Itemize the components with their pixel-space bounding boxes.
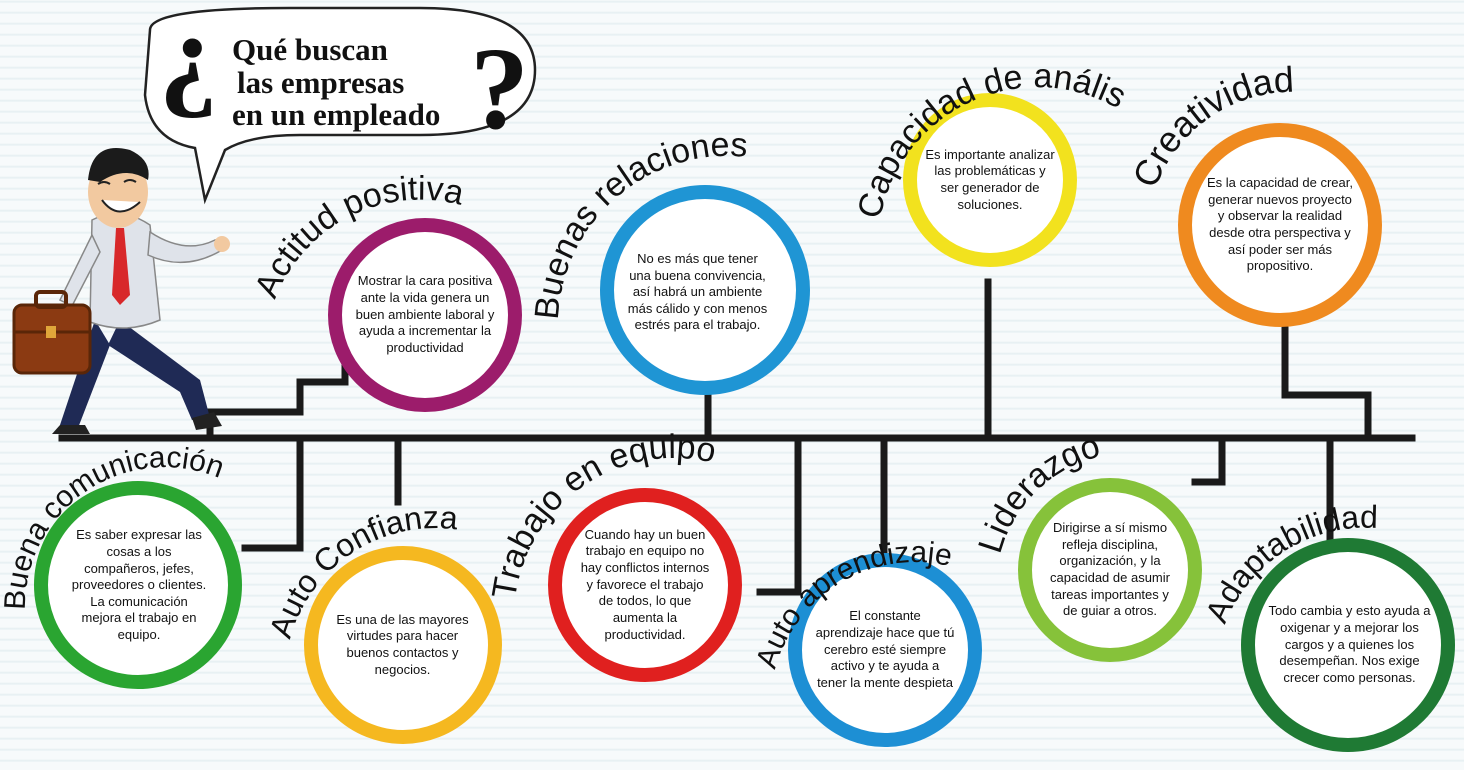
- circle-creatividad: [1178, 123, 1382, 327]
- speech-bubble: [143, 6, 537, 205]
- title-line-3: en un empleado: [232, 97, 440, 132]
- text-buena-comunicacion: Es saber expresar las cosas a los compañ…: [71, 527, 207, 643]
- text-capacidad-analisis: Es importante analizar las problemáticas…: [925, 146, 1055, 212]
- circle-auto-aprendizaje: [788, 553, 982, 747]
- circle-actitud-positiva: [328, 218, 522, 412]
- circle-buena-comunicacion: [34, 481, 242, 689]
- circle-trabajo-en-equipo: [548, 488, 742, 682]
- svg-text:?: ?: [159, 14, 218, 145]
- text-auto-confianza: Es una de las mayores virtudes para hace…: [336, 611, 469, 677]
- title-question-marks: ? ?: [159, 14, 529, 154]
- text-creatividad: Es la capacidad de crear, generar nuevos…: [1207, 175, 1353, 274]
- circle-auto-confianza: [304, 546, 502, 744]
- circle-liderazgo: [1018, 478, 1202, 662]
- circle-adaptabilidad: [1241, 538, 1455, 752]
- circle-capacidad-analisis: [903, 93, 1077, 267]
- svg-text:?: ?: [470, 23, 529, 154]
- businessman-illustration: [12, 148, 230, 434]
- text-adaptabilidad: Todo cambia y esto ayuda a oxigenar y a …: [1268, 603, 1431, 685]
- text-trabajo-en-equipo: Cuando hay un buen trabajo en equipo no …: [580, 526, 710, 642]
- text-actitud-positiva: Mostrar la cara positiva ante la vida ge…: [355, 273, 495, 355]
- title-line-2: las empresas: [237, 65, 404, 100]
- text-buenas-relaciones: No es más que tener una buena convivenci…: [627, 250, 768, 333]
- text-liderazgo: Dirigirse a sí mismo refleja disciplina,…: [1050, 520, 1170, 619]
- circle-buenas-relaciones: [600, 185, 810, 395]
- text-auto-aprendizaje: El constante aprendizaje hace que tú cer…: [815, 608, 955, 690]
- circles-layer: [34, 93, 1455, 752]
- timeline: [58, 278, 1416, 596]
- title-line-1: Qué buscan: [232, 32, 388, 67]
